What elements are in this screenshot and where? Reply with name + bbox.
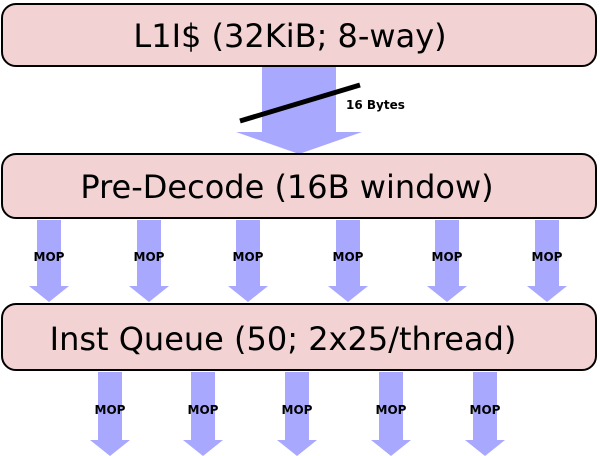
instqueue-mop-label-2: MOP <box>188 403 219 417</box>
instqueue-mop-arrow-3 <box>277 372 317 456</box>
instqueue-mop-label-4: MOP <box>376 403 407 417</box>
stage-label: L1I$ (32KiB; 8-way) <box>133 17 446 55</box>
predecode-mop-label-1: MOP <box>34 250 65 264</box>
predecode-mop-arrow-2 <box>129 220 169 302</box>
instqueue-mop-arrow-1 <box>90 372 130 456</box>
predecode-mop-label-2: MOP <box>134 250 165 264</box>
predecode-mop-arrows: MOP MOP MOP MOP MOP MOP <box>29 220 567 302</box>
fetch-bandwidth-label: 16 Bytes <box>346 98 405 112</box>
predecode-mop-arrow-6 <box>527 220 567 302</box>
stage-label: Pre-Decode (16B window) <box>80 168 493 206</box>
instqueue-mop-label-3: MOP <box>282 403 313 417</box>
predecode-mop-label-3: MOP <box>233 250 264 264</box>
predecode-mop-arrow-3 <box>228 220 268 302</box>
predecode-mop-arrow-4 <box>328 220 368 302</box>
stage-inst-queue: Inst Queue (50; 2x25/thread) <box>1 303 597 371</box>
instqueue-mop-arrows: MOP MOP MOP MOP MOP <box>90 372 505 456</box>
instqueue-mop-arrow-5 <box>465 372 505 456</box>
stage-predecode: Pre-Decode (16B window) <box>1 153 597 219</box>
bandwidth-slash <box>239 82 361 124</box>
predecode-mop-label-5: MOP <box>432 250 463 264</box>
instqueue-mop-arrow-4 <box>371 372 411 456</box>
stage-label: Inst Queue (50; 2x25/thread) <box>50 320 517 358</box>
fetch-arrow <box>236 66 362 154</box>
predecode-mop-label-6: MOP <box>532 250 563 264</box>
instqueue-mop-label-5: MOP <box>470 403 501 417</box>
stage-l1i-cache: L1I$ (32KiB; 8-way) <box>1 3 597 67</box>
instqueue-mop-arrow-2 <box>183 372 223 456</box>
predecode-mop-arrow-5 <box>427 220 467 302</box>
predecode-mop-arrow-1 <box>29 220 69 302</box>
predecode-mop-label-4: MOP <box>333 250 364 264</box>
instqueue-mop-label-1: MOP <box>95 403 126 417</box>
